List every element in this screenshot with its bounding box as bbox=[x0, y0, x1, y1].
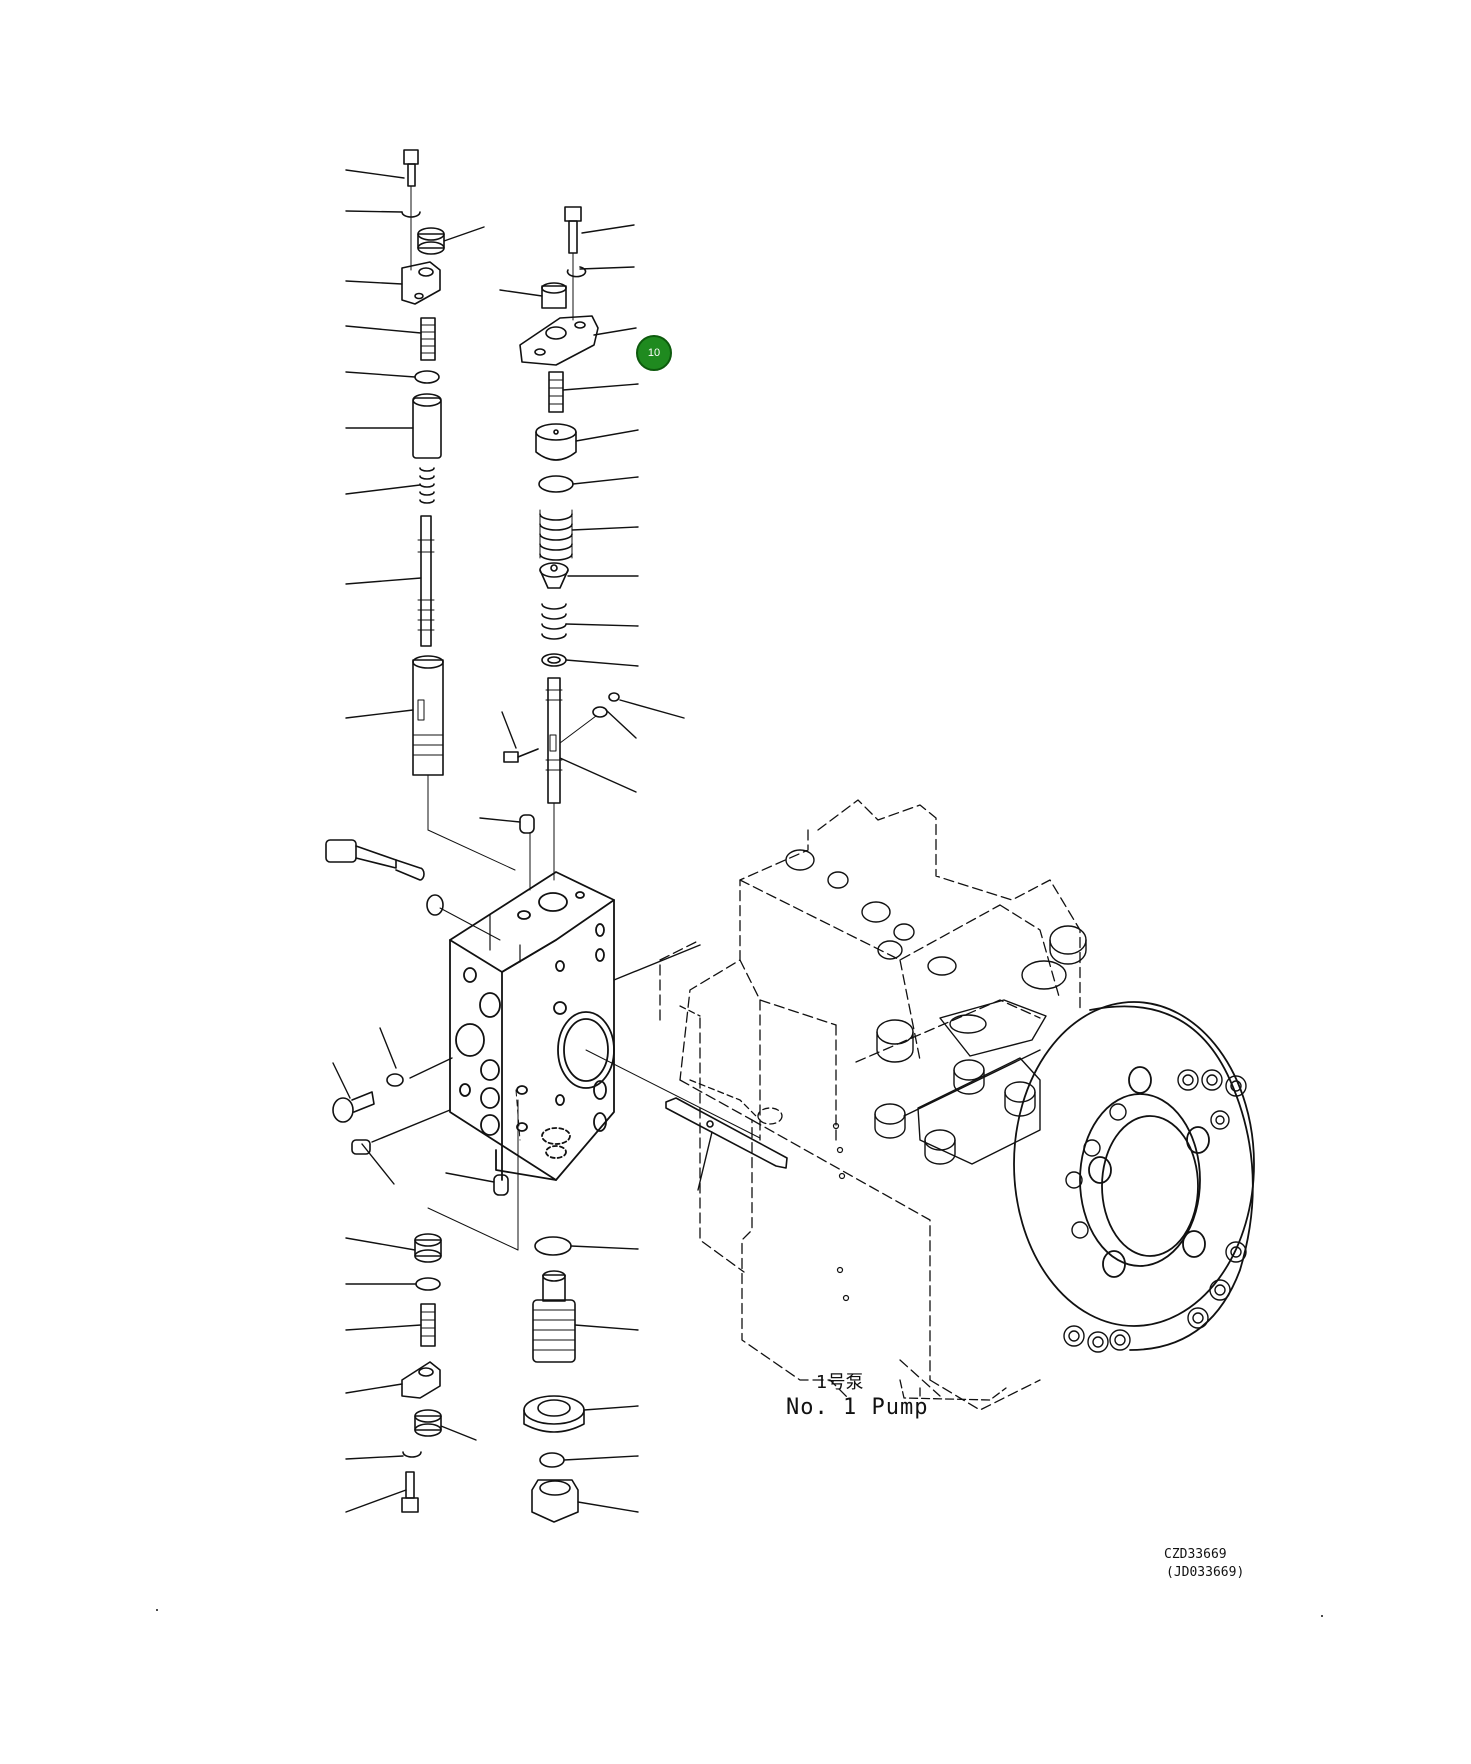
valve-body bbox=[449, 871, 615, 1181]
pump-label-english: No. 1 Pump bbox=[786, 1395, 929, 1420]
plugs bbox=[332, 1073, 509, 1196]
lower-right-leaders bbox=[563, 1245, 639, 1513]
right-parts-column bbox=[503, 206, 620, 881]
left-leader-lines bbox=[345, 169, 485, 719]
lever-bracket bbox=[679, 1005, 783, 1125]
pump-label-chinese: 1号泵 bbox=[816, 1372, 864, 1393]
pump-feet bbox=[899, 1379, 1007, 1401]
pump-flange-disc bbox=[1013, 1001, 1255, 1351]
drawing-code: CZD33669 bbox=[1164, 1547, 1227, 1562]
pump-housing bbox=[659, 799, 1081, 1411]
pump-housing-solid bbox=[903, 999, 1047, 1165]
lower-left-parts bbox=[401, 1099, 519, 1513]
body-leader-lines bbox=[332, 817, 761, 1185]
corner-marks bbox=[156, 1609, 1323, 1617]
housing-dots bbox=[832, 1122, 850, 1302]
right-leader-lines bbox=[499, 224, 685, 793]
long-bolt bbox=[325, 814, 535, 941]
lower-left-leaders bbox=[345, 1237, 477, 1513]
lower-right-parts bbox=[523, 1236, 585, 1523]
pump-flange-holes bbox=[1063, 1069, 1247, 1353]
pump-bolts bbox=[785, 849, 1087, 1165]
left-parts-column bbox=[401, 149, 516, 871]
part-callout-badge[interactable]: 10 bbox=[636, 335, 672, 371]
lever-link bbox=[665, 1097, 788, 1191]
drawing-code-alt: (JD033669) bbox=[1166, 1565, 1245, 1580]
